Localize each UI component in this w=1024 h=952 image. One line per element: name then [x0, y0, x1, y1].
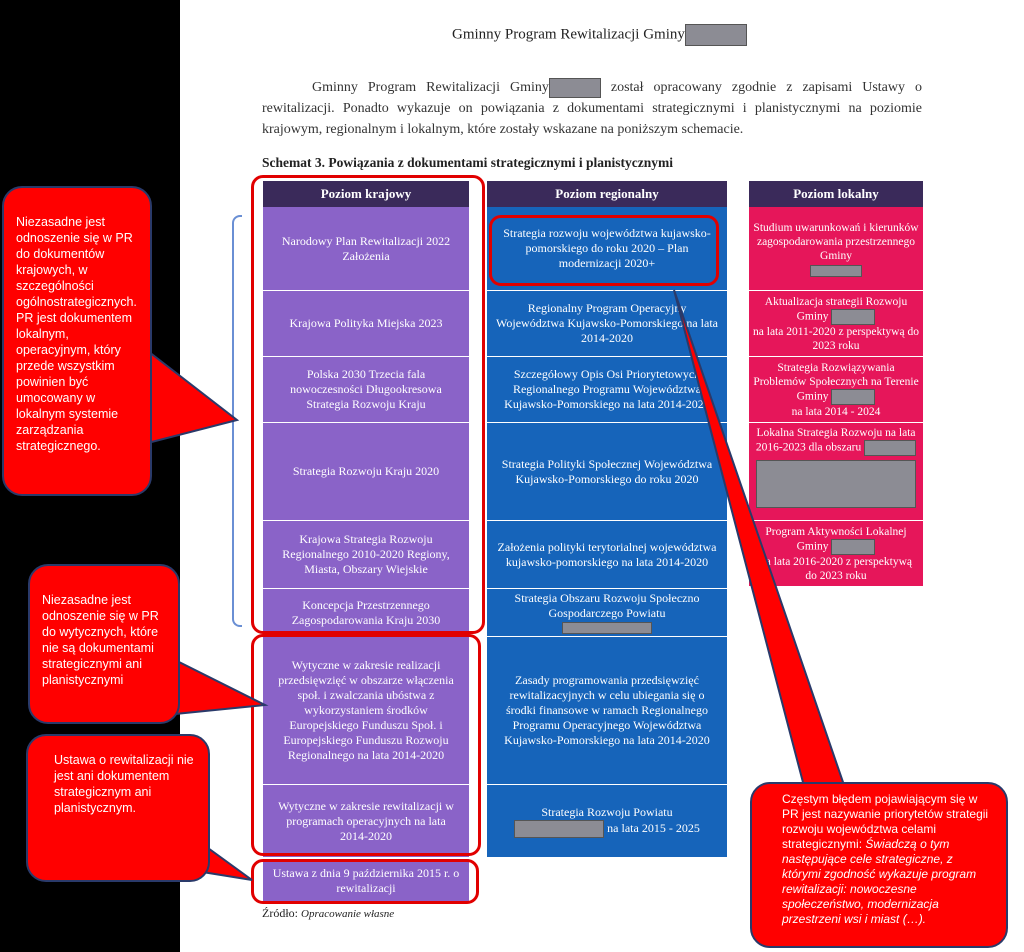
callout-tail — [164, 653, 269, 717]
schema-title: Schemat 3. Powiązania z dokumentami stra… — [262, 155, 673, 170]
regionalny-item: Szczegółowy Opis Osi Priorytetowych Regi… — [487, 357, 727, 423]
regionalny-item: Strategia Obszaru Rozwoju Społeczno Gosp… — [487, 589, 727, 637]
document-title: Gminny Program Rewitalizacji Gminy — [452, 24, 747, 46]
outline-strategia-wojewodztwa — [489, 215, 719, 286]
krajowy-item: Narodowy Plan Rewitalizacji 2022 Założen… — [263, 207, 469, 291]
redacted-name — [864, 440, 917, 456]
callout-ustawa: Ustawa o rewitalizacji nie jest ani doku… — [26, 734, 210, 882]
redacted-name — [684, 24, 747, 46]
krajowy-item: Ustawa z dnia 9 października 2015 r. o r… — [263, 859, 469, 903]
regionalny-item: Strategia rozwoju województwa kujawsko-p… — [487, 207, 727, 291]
outline-ustawa — [251, 859, 479, 904]
redacted-name — [831, 388, 876, 405]
krajowy-item: Strategia Rozwoju Kraju 2020 — [263, 423, 469, 521]
outline-wytyczne — [251, 634, 481, 856]
lokalny-item: Aktualizacja strategii Rozwoju Gminy na … — [749, 291, 923, 357]
krajowy-item: Polska 2030 Trzecia fala nowoczesności D… — [263, 357, 469, 423]
krajowy-item: Wytyczne w zakresie realizacji przedsięw… — [263, 637, 469, 785]
krajowy-item: Wytyczne w zakresie rewitalizacji w prog… — [263, 785, 469, 858]
intro-paragraph: Gminny Program Rewitalizacji Gminy zosta… — [262, 77, 922, 140]
krajowy-item: Koncepcja Przestrzennego Zagospodarowani… — [263, 589, 469, 637]
callout-wytyczne: Niezasadne jest odnoszenie się w PR do w… — [28, 564, 180, 724]
regionalny-item: Strategia Rozwoju Powiatu na lata 2015 -… — [487, 785, 727, 858]
regionalny-item: Strategia Polityki Społecznej Województw… — [487, 423, 727, 521]
redacted-name — [831, 308, 876, 325]
source-note: Źródło: Opracowanie własne — [262, 906, 395, 920]
redacted-name — [514, 819, 605, 838]
redacted-name — [562, 622, 652, 634]
lokalny-item: Program Aktywności Lokalnej Gminy na lat… — [749, 521, 923, 587]
callout-krajowe: Niezasadne jest odnoszenie się w PR do d… — [2, 186, 152, 496]
krajowy-item: Krajowa Strategia Rozwoju Regionalnego 2… — [263, 521, 469, 589]
callout-tail — [673, 289, 847, 792]
regionalny-item: Regionalny Program Operacyjny Województw… — [487, 291, 727, 357]
header-krajowy: Poziom krajowy — [263, 181, 469, 207]
lokalny-item: Studium uwarunkowań i kierunków zagospod… — [749, 207, 923, 291]
lokalny-item: Strategia Rozwiązywania Problemów Społec… — [749, 357, 923, 423]
regionalny-item: Założenia polityki terytorialnej wojewód… — [487, 521, 727, 589]
outline-krajowe — [251, 175, 485, 634]
krajowy-item: Krajowa Polityka Miejska 2023 — [263, 291, 469, 357]
header-regionalny: Poziom regionalny — [487, 181, 727, 207]
redacted-name — [831, 538, 876, 555]
callout-tail — [139, 342, 240, 447]
regionalny-item: Zasady programowania przedsięwzięć rewit… — [487, 637, 727, 785]
lokalny-item: Lokalna Strategia Rozwoju na lata 2016-2… — [749, 423, 923, 521]
redacted-name — [810, 264, 862, 277]
header-lokalny: Poziom lokalny — [749, 181, 923, 207]
callout-priorytety: Częstym błędem pojawiającym się w PR jes… — [750, 782, 1008, 948]
redacted-name — [756, 460, 916, 508]
